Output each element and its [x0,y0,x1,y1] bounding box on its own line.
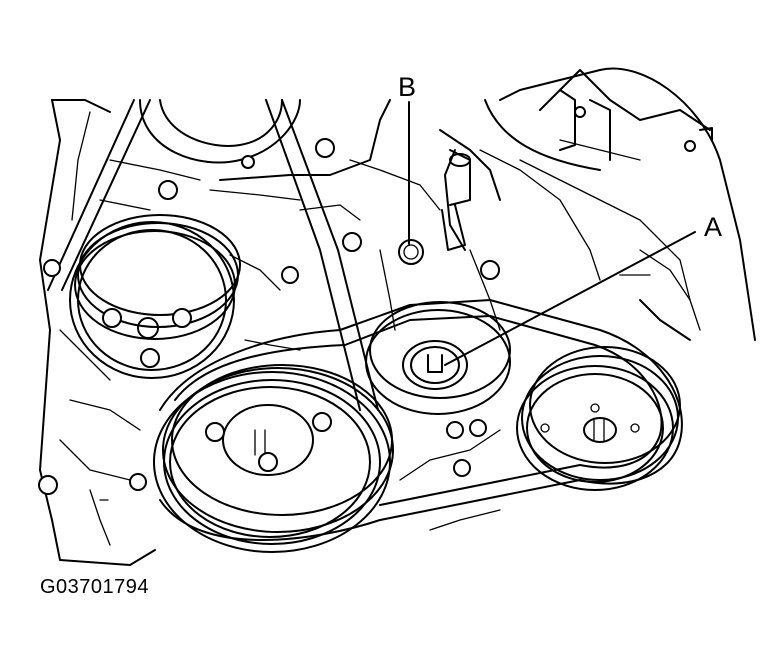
figure-code: G03701794 [40,576,150,598]
callout-b: B [398,72,417,102]
bolts [38,106,696,495]
coolant-pipe [441,149,471,251]
bolt-b [398,239,424,265]
power-steering-pulley [69,214,241,379]
leader-line-a [444,231,696,366]
ac-compressor-pulley [516,346,681,491]
crankshaft-pulley [153,364,394,553]
drive-belt [47,99,683,541]
timing-cover [139,99,301,164]
engine-block-outline [39,67,756,566]
tensioner-pulley [365,301,511,415]
callout-a: A [704,212,723,242]
